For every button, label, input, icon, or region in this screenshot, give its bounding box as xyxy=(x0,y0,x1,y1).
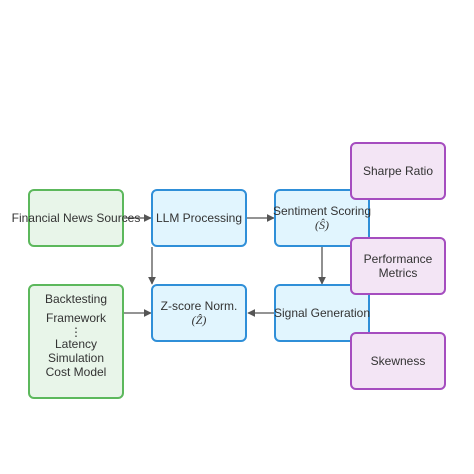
node-llm-processing: LLM Processing xyxy=(151,189,247,247)
node-sentiment-scoring-symbol: (Ŝ) xyxy=(315,218,329,232)
node-zscore-norm: Z-score Norm. (Ẑ) xyxy=(151,284,247,342)
node-skewness: Skewness xyxy=(350,332,446,390)
node-backtesting-ellipsis: ⋮ xyxy=(70,325,82,339)
node-skewness-label: Skewness xyxy=(370,354,426,368)
node-financial-news-sources-label: Financial News Sources xyxy=(11,211,141,225)
node-zscore-norm-label: Z-score Norm. xyxy=(160,299,238,313)
node-financial-news-sources: Financial News Sources xyxy=(12,189,140,247)
node-backtesting-framework: Backtesting Framework ⋮ Latency Simulati… xyxy=(28,284,124,399)
node-sharpe-ratio: Sharpe Ratio xyxy=(350,142,446,200)
node-llm-processing-label: LLM Processing xyxy=(155,211,243,225)
node-backtesting-line-cost-model: Cost Model xyxy=(45,365,107,379)
node-sharpe-ratio-label: Sharpe Ratio xyxy=(362,164,434,178)
node-backtesting-line-latency: Latency xyxy=(54,337,98,351)
node-backtesting-title-2: Framework xyxy=(45,311,106,325)
node-performance-metrics: Performance Metrics xyxy=(350,237,446,295)
node-signal-generation-label: Signal Generation xyxy=(273,306,371,320)
node-zscore-norm-symbol: (Ẑ) xyxy=(191,313,207,327)
node-performance-metrics-label-2: Metrics xyxy=(378,266,418,280)
node-backtesting-line-simulation: Simulation xyxy=(47,351,105,365)
node-backtesting-title: Backtesting xyxy=(44,292,108,306)
node-sentiment-scoring-label: Sentiment Scoring xyxy=(272,204,372,218)
node-performance-metrics-label-1: Performance xyxy=(363,252,433,266)
